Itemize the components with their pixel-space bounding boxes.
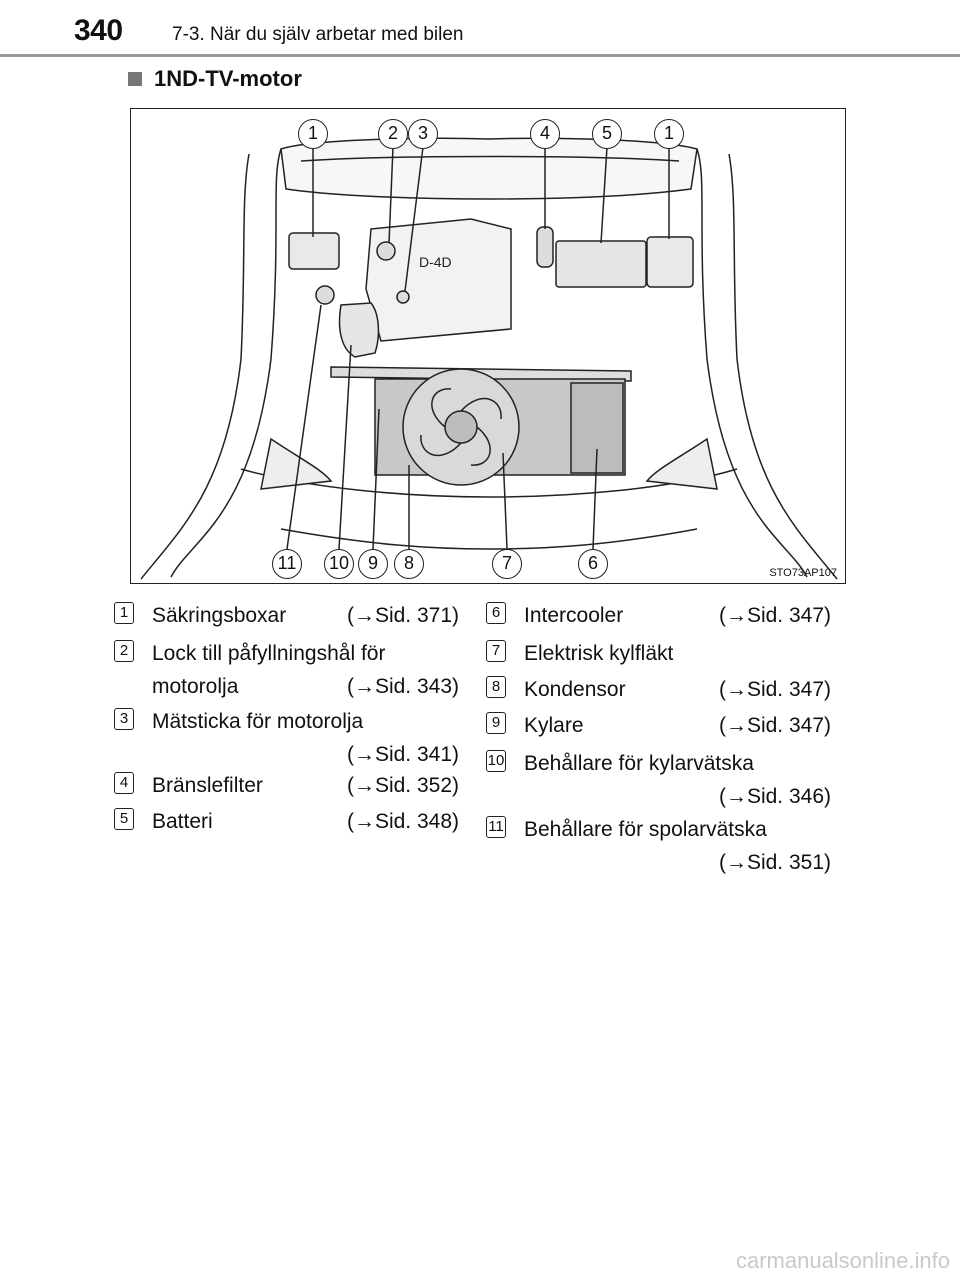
fuse-box-right (646, 236, 694, 288)
legend-label: Lock till påfyllningshål för (152, 642, 386, 665)
fender-outline-right (696, 148, 808, 578)
legend-label: Behållare för spolarvätska (524, 818, 767, 841)
callout-radiator: 9 (358, 549, 388, 579)
leader-line-6 (592, 448, 598, 550)
leader-line-3 (404, 146, 424, 292)
body-edge-right (728, 153, 838, 580)
legend-label: Säkringsboxar (152, 604, 287, 627)
legend-number: 2 (114, 640, 134, 662)
legend-label: Kondensor (524, 678, 626, 701)
battery (555, 240, 647, 288)
legend-number: 8 (486, 676, 506, 698)
legend-label: Bränslefilter (152, 774, 263, 797)
legend-right-column: 6 Intercooler (→Sid. 347) 7 Elektrisk ky… (486, 602, 831, 874)
legend-label-continued: motorolja (152, 675, 239, 698)
legend-label: Intercooler (524, 604, 624, 627)
leader-line-5 (600, 146, 608, 244)
callout-dipstick: 3 (408, 119, 438, 149)
engine-bay-illustration: D-4D (140, 137, 838, 580)
legend-label: Elektrisk kylfläkt (524, 642, 674, 665)
legend-label: Batteri (152, 810, 213, 833)
fuel-filter (536, 226, 554, 268)
leader-line-11 (286, 304, 322, 550)
oil-filler-cap (376, 241, 396, 261)
legend-left-column: 1 Säkringsboxar (→Sid. 371) 2 Lock till … (114, 602, 459, 844)
leader-line-10 (338, 344, 352, 550)
page-reference-link[interactable]: (→Sid. 341) (346, 743, 459, 766)
engine-logo-text: D-4D (419, 254, 452, 270)
engine-cover (365, 218, 512, 342)
page-reference-link[interactable]: (→Sid. 347) (718, 604, 831, 627)
legend-number: 7 (486, 640, 506, 662)
legend-number: 11 (486, 816, 506, 838)
callout-fuse-box-right: 1 (654, 119, 684, 149)
page-number: 340 (74, 14, 123, 47)
callout-cooling-fan: 7 (492, 549, 522, 579)
hood-inner-line (300, 155, 680, 162)
engine-bay-figure: D-4D (130, 108, 846, 584)
page-reference-link[interactable]: (→Sid. 371) (346, 604, 459, 627)
legend-number: 6 (486, 602, 506, 624)
page-reference-link[interactable]: (→Sid. 347) (718, 678, 831, 701)
header-rule (0, 54, 960, 57)
legend-number: 1 (114, 602, 134, 624)
washer-tank-cap (315, 285, 335, 305)
bumper-lower (280, 528, 698, 550)
legend-label: Mätsticka för motorolja (152, 710, 364, 733)
page-reference-link[interactable]: (→Sid. 346) (718, 785, 831, 808)
leader-line-7 (502, 452, 508, 550)
cooling-fan-hub (444, 410, 478, 444)
legend-number: 10 (486, 750, 506, 772)
fan-blades (420, 388, 502, 466)
body-edge-left (140, 153, 250, 580)
page-reference-link[interactable]: (→Sid. 343) (346, 675, 459, 698)
page-reference-link[interactable]: (→Sid. 352) (346, 774, 459, 797)
open-hood (280, 137, 698, 200)
page-reference-link[interactable]: (→Sid. 348) (346, 810, 459, 833)
legend-number: 3 (114, 708, 134, 730)
page-reference-link[interactable]: (→Sid. 351) (718, 851, 831, 874)
legend-number: 5 (114, 808, 134, 830)
page-reference-link[interactable]: (→Sid. 347) (718, 714, 831, 737)
callout-oil-filler-cap: 2 (378, 119, 408, 149)
callout-fuel-filter: 4 (530, 119, 560, 149)
legend-label: Behållare för kylarvätska (524, 752, 754, 775)
coolant-reservoir (338, 302, 380, 358)
figure-code: STO73AP107 (769, 567, 837, 579)
callout-washer-tank: 11 (272, 549, 302, 579)
square-bullet-icon (128, 72, 142, 86)
fuse-box-left (288, 232, 340, 270)
callout-fuse-box-left: 1 (298, 119, 328, 149)
callout-intercooler: 6 (578, 549, 608, 579)
dipstick-handle (396, 290, 410, 304)
headlamp-left (260, 437, 333, 490)
legend-number: 4 (114, 772, 134, 794)
callout-battery: 5 (592, 119, 622, 149)
section-title-text: 1ND-TV-motor (154, 66, 302, 91)
headlamp-right (645, 437, 718, 490)
running-head: 7-3. När du själv arbetar med bilen (172, 24, 464, 45)
site-watermark: carmanualsonline.info (735, 1248, 950, 1273)
legend-number: 9 (486, 712, 506, 734)
legend-label: Kylare (524, 714, 584, 737)
fender-outline-left (170, 148, 282, 578)
callout-condenser: 8 (394, 549, 424, 579)
section-title: 1ND-TV-motor (128, 66, 302, 92)
front-bumper (240, 468, 738, 498)
leader-line-2 (388, 146, 394, 244)
leader-line-9 (372, 408, 380, 550)
callout-coolant-reservoir: 10 (324, 549, 354, 579)
